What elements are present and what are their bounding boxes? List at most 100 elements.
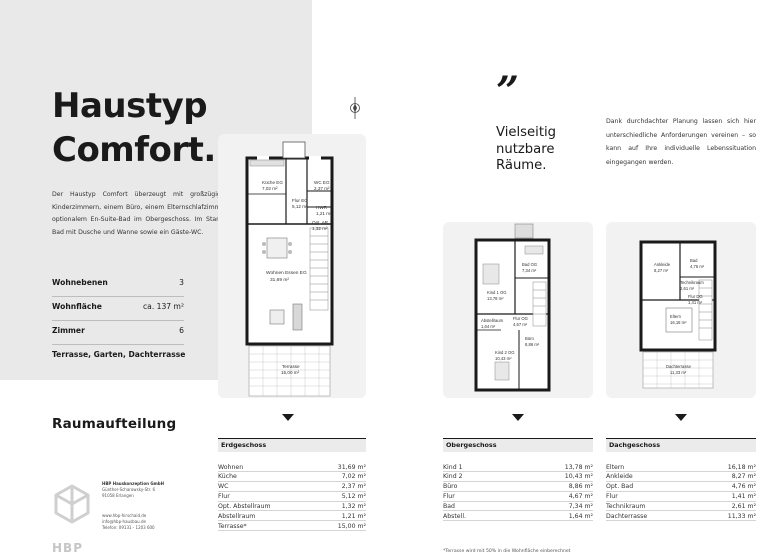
table-heading: Erdgeschoss (218, 438, 366, 452)
label-wc: WC EG (314, 180, 330, 185)
room-area: 8,27 m² (731, 473, 756, 481)
stat-note: Terrasse, Garten, Dachterrasse (52, 350, 186, 359)
area-flur-og: 4,67 m² (513, 322, 528, 327)
company-city: 91058 Erlangen (102, 493, 134, 498)
room-name: Kind 1 (443, 463, 463, 471)
area-terrasse: 15,00 m² (281, 370, 300, 375)
room-name: Flur (443, 493, 455, 501)
room-name: Opt. Bad (606, 483, 634, 491)
area-kind1: 13,78 m² (487, 296, 504, 301)
table-row: Flur 4,67 m² (443, 492, 593, 502)
area-abst-og: 1,64 m² (481, 324, 496, 329)
room-name: Eltern (606, 463, 625, 471)
room-area: 1,41 m² (731, 493, 756, 501)
hbp-logo-icon (54, 484, 90, 524)
label-technik: Technikraum (680, 280, 704, 285)
label-flur-dg: Flur DG (688, 294, 703, 299)
compass-icon (350, 97, 360, 119)
room-area: 2,61 m² (731, 503, 756, 511)
area-hwr: 1,21 m² (316, 211, 332, 216)
label-dachterrasse: Dachterrasse (666, 364, 692, 369)
area-wohnen: 31,69 m² (270, 277, 289, 283)
quote-line-3: Räume. (496, 158, 547, 173)
table-row: Flur 1,41 m² (606, 492, 756, 502)
label-wohnen: Wohnen Essen EG (266, 270, 307, 276)
room-area: 4,76 m² (731, 483, 756, 491)
room-name: Flur (606, 493, 618, 501)
company-email-link[interactable]: info@hbp-hausbau.de (102, 519, 146, 524)
label-kind2: Kind 2 OG (495, 350, 515, 355)
stat-row-rooms: Zimmer 6 (52, 321, 184, 345)
quote-line-2: nutzbare (496, 141, 555, 157)
stat-value: 6 (179, 326, 184, 335)
room-name: Terrasse* (218, 522, 247, 530)
company-phone: Telefon: 09131 - 1203 600 (102, 525, 155, 530)
area-wc: 2,37 m² (314, 186, 330, 191)
label-kind1: Kind 1 OG (487, 290, 507, 295)
area-dachterrasse: 11,33 m² (670, 370, 687, 375)
company-address: HBP Hauskonzeption GmbH Günther-Scharows… (102, 481, 164, 499)
room-area: 5,12 m² (341, 493, 366, 501)
stat-value: ca. 137 m² (142, 302, 184, 311)
label-buero: Büro (525, 336, 535, 341)
room-name: Ankleide (606, 473, 633, 481)
label-abst: Opt. AR (312, 220, 329, 225)
floorplan-card-dg: Ankleide 8,27 m² Bad 4,76 m² Technikraum… (606, 222, 756, 398)
room-area: 4,67 m² (568, 493, 593, 501)
area-flur-dg: 1,41 m² (688, 300, 703, 305)
company-web-link[interactable]: www.hbp-hirschaid.de (102, 513, 147, 518)
label-eltern: Eltern (670, 314, 682, 319)
area-bad-dg: 4,76 m² (690, 264, 705, 269)
area-flur: 5,12 m² (292, 204, 308, 209)
stat-label: Wohnfläche (52, 302, 102, 311)
stat-row-levels: Wohnebenen 3 (52, 273, 184, 297)
room-name: Wohnen (218, 463, 244, 471)
table-row: Terrasse*15,00 m² (218, 521, 366, 532)
table-row: Technikraum 2,61 m² (606, 502, 756, 512)
triangle-down-icon (512, 414, 524, 421)
area-technik: 2,61 m² (680, 286, 695, 291)
label-hwr: HWR (316, 205, 328, 210)
room-area: 7,02 m² (341, 473, 366, 481)
intro-text: Der Haustyp Comfort überzeugt mit großzü… (52, 191, 284, 237)
label-kueche: Küche EG (262, 180, 283, 185)
area-kueche: 7,02 m² (262, 186, 278, 191)
label-bad: Bad OG (522, 262, 537, 267)
room-name: Bad (443, 503, 455, 511)
area-kind2: 10,43 m² (495, 356, 512, 361)
floorplan-eg: Küche EG 7,02 m² WC EG 2,37 m² Flur EG 5… (245, 141, 334, 397)
area-ankleide: 8,27 m² (654, 268, 669, 273)
label-ankleide: Ankleide (654, 262, 671, 267)
label-bad-dg: Bad (690, 258, 698, 263)
company-street: Günther-Scharowsky-Str. 6 (102, 487, 156, 492)
label-terrasse: Terrasse (282, 364, 300, 369)
label-flur-og: Flur OG (513, 316, 528, 321)
stat-row-area: Wohnfläche ca. 137 m² (52, 297, 184, 321)
room-name: WC (218, 483, 229, 491)
room-area: 1,32 m² (341, 503, 366, 511)
logo-wordmark: HBP (52, 541, 83, 555)
room-name: Technikraum (606, 503, 646, 511)
room-area: 1,21 m² (341, 512, 366, 520)
area-buero: 8,86 m² (525, 342, 540, 347)
company-name: HBP Hauskonzeption GmbH (102, 481, 164, 486)
room-area: 1,64 m² (568, 512, 593, 520)
stat-label: Wohnebenen (52, 278, 108, 287)
page-title: Haustyp Comfort. (52, 84, 216, 172)
quote-line-1: Vielseitig (496, 125, 557, 140)
quote-mark-icon: ” (496, 68, 520, 115)
triangle-down-icon (675, 414, 687, 421)
